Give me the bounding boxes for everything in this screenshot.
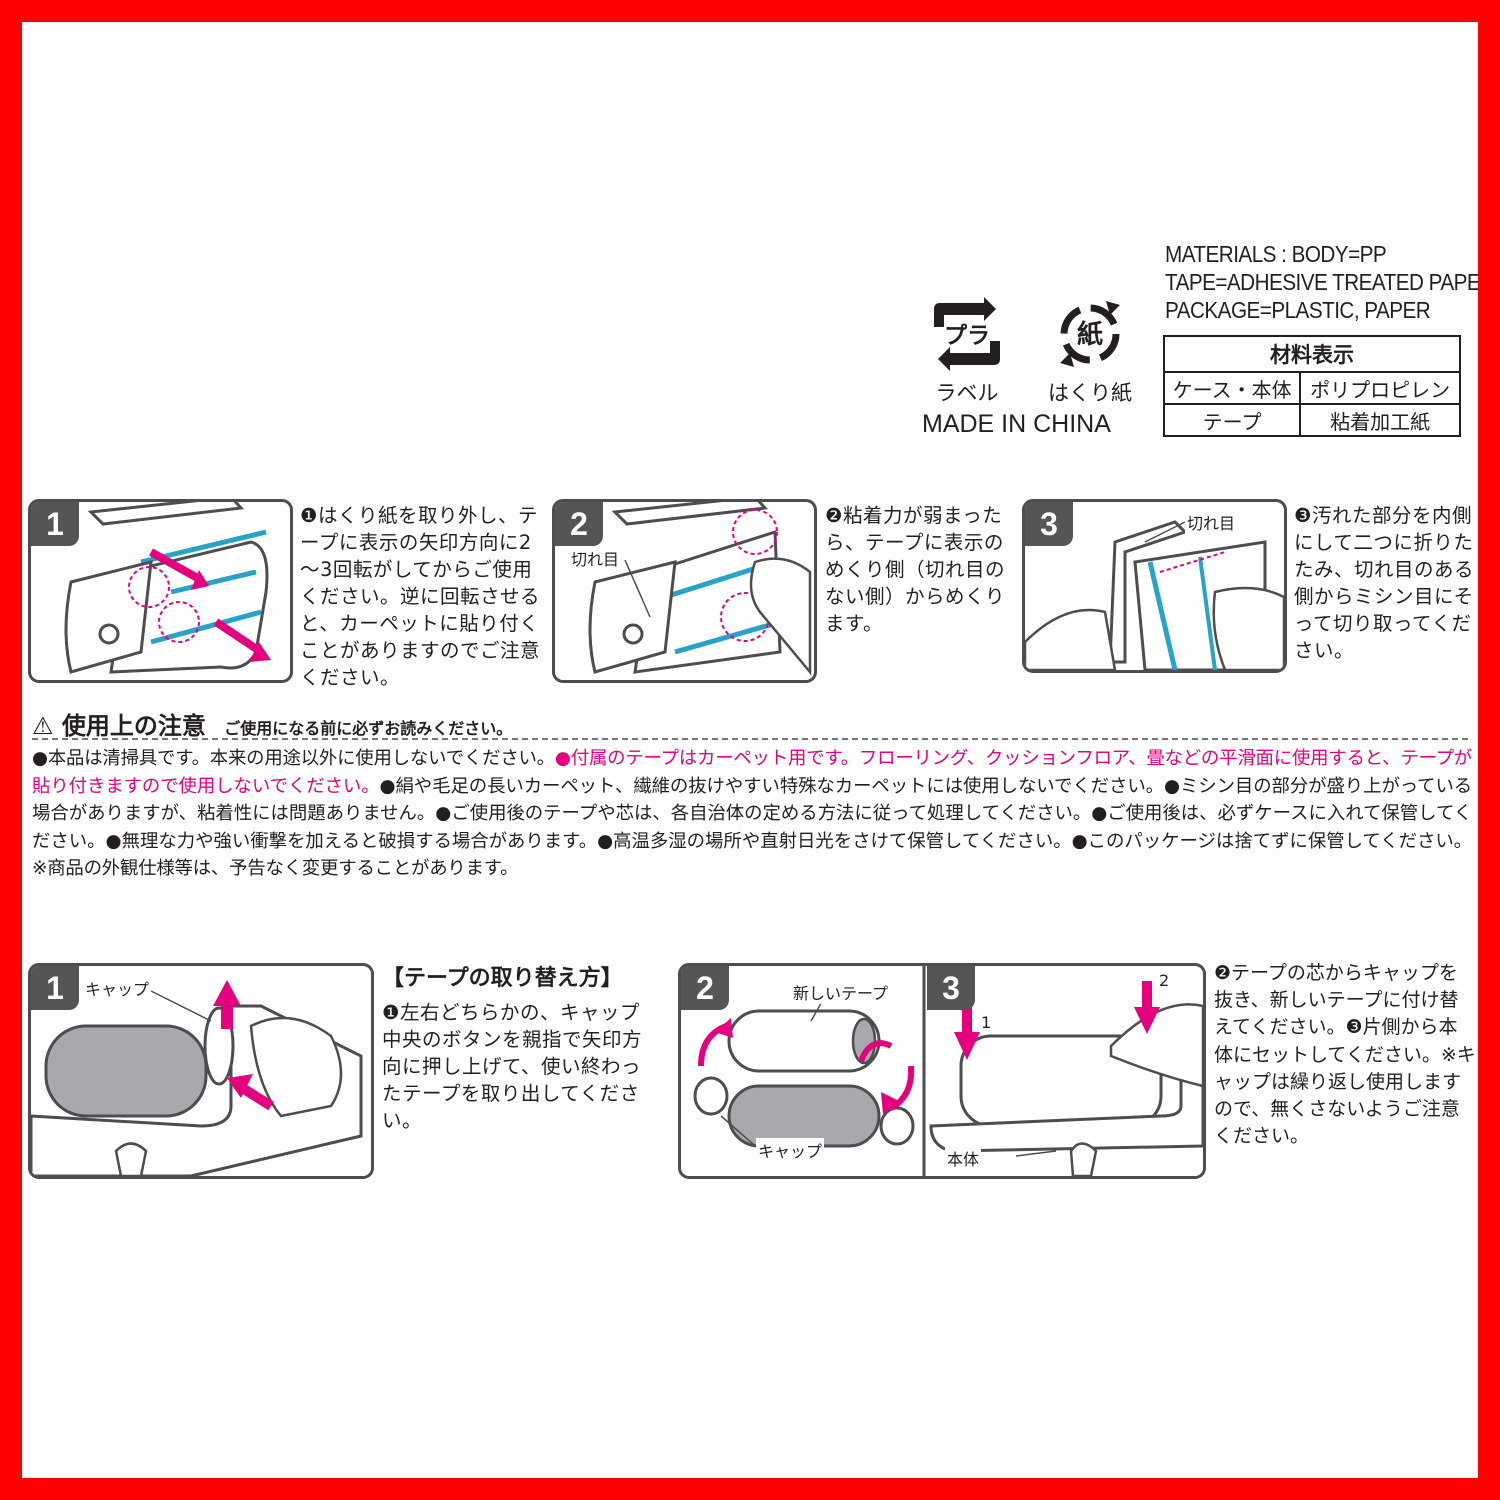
- materials-part: テープ: [1162, 403, 1302, 437]
- step-number: 2: [555, 502, 603, 546]
- step-number: 3: [1025, 502, 1073, 546]
- replace-step-23-text: ❷テープの芯からキャップを抜き、新しいテープに付け替えてください。❸片側から本体…: [1214, 962, 1476, 1148]
- replace-step-1-illustration: 1 キャップ: [28, 963, 374, 1179]
- usage-step-1-illustration: 1: [28, 499, 293, 683]
- pla-recycle-icon: プラ: [934, 297, 1000, 371]
- replace-step-1-text: ❶左右どちらかの、キャップ中央のボタンを親指で矢印方向に押し上げて、使い終わった…: [382, 1001, 643, 1132]
- pla-label: ラベル: [935, 381, 999, 405]
- caution-note-highlight: ●付属のテープはカーペット用です。フローリング、クッションフロア、畳などの平滑面…: [32, 748, 1473, 797]
- caution-subtitle: ご使用になる前に必ずお読みください。: [224, 719, 513, 738]
- step-number: 3: [927, 966, 975, 1010]
- materials-line: TAPE=ADHESIVE TREATED PAPER: [1165, 269, 1478, 295]
- tape-fold-illustration: [1025, 520, 1284, 670]
- replace-step-23-illustration: 1 2 2 3 新しいテープ キャップ 本体: [678, 963, 1206, 1179]
- callout-label: キャップ: [83, 976, 152, 1000]
- warning-icon: ⚠: [32, 712, 54, 740]
- roller-illustration: [588, 502, 812, 676]
- caution-title: 使用上の注意: [61, 712, 206, 740]
- pla-mark-text: プラ: [944, 323, 990, 349]
- step3-mark-1: 1: [981, 1013, 991, 1032]
- divider: [32, 738, 1468, 740]
- callout-label: 本体: [945, 1146, 982, 1170]
- paper-mark-text: 紙: [1077, 319, 1103, 350]
- cap-removal-illustration: [31, 980, 363, 1176]
- callout-label: 新しいテープ: [791, 980, 891, 1004]
- usage-step-2-text: ❷粘着力が弱まったら、テープに表示のめくり側（切れ目のない側）からめくります。: [825, 504, 1006, 635]
- caution-notes: ●本品は清掃具です。本来の用途以外に使用しないでください。●付属のテープはカーペ…: [32, 745, 1472, 883]
- step3-mark-2: 2: [1159, 971, 1169, 990]
- roller-illustration: [64, 502, 271, 674]
- usage-step-1-text: ❶はくり紙を取り外し、テープに表示の矢印方向に2～3回転がしてからご使用ください…: [300, 504, 541, 689]
- package-panel: MATERIALS : BODY=PP TAPE=ADHESIVE TREATE…: [22, 22, 1478, 1478]
- materials-line: PACKAGE=PLASTIC, PAPER: [1165, 297, 1431, 323]
- paper-recycle: 紙 はくり紙: [1040, 295, 1140, 407]
- usage-step-2-illustration: 2 切れ目: [552, 499, 817, 683]
- callout-label: 切れ目: [1185, 510, 1238, 534]
- step-number: 1: [31, 966, 79, 1010]
- materials-en: MATERIALS : BODY=PP TAPE=ADHESIVE TREATE…: [1165, 240, 1478, 324]
- made-in: MADE IN CHINA: [922, 410, 1111, 438]
- step-number: 2: [681, 966, 729, 1010]
- replacement-title: 【テープの取り替え方】: [382, 966, 623, 991]
- tape-swap-illustration: 1 2: [693, 966, 1203, 1176]
- callout-label: 切れ目: [569, 546, 622, 570]
- caution-note: ●絹や毛足の長いカーペット、繊維の抜けやすい特殊なカーペットには使用しないでくだ…: [32, 775, 1472, 880]
- caution-note: ●本品は清掃具です。本来の用途以外に使用しないでください。: [32, 748, 555, 769]
- usage-step-3-illustration: 3 切れ目: [1022, 499, 1287, 673]
- materials-table-title: 材料表示: [1163, 335, 1461, 373]
- materials-material: 粘着加工紙: [1299, 403, 1461, 437]
- step-number: 1: [31, 502, 79, 546]
- paper-recycle-icon: 紙: [1060, 301, 1120, 367]
- materials-part: ケース・本体: [1162, 371, 1302, 405]
- paper-label: はくり紙: [1048, 381, 1132, 405]
- callout-label: キャップ: [756, 1138, 825, 1162]
- materials-line: MATERIALS : BODY=PP: [1165, 241, 1387, 267]
- usage-step-3-text: ❸汚れた部分を内側にして二つに折りたたみ、切れ目のある側からミシン目にそって切り…: [1294, 504, 1475, 662]
- caution-heading: ⚠ 使用上の注意 ご使用になる前に必ずお読みください。: [32, 706, 512, 741]
- materials-material: ポリプロピレン: [1299, 371, 1461, 405]
- pla-recycle: プラ ラベル: [922, 295, 1012, 407]
- materials-table: 材料表示 ケース・本体ポリプロピレン テープ粘着加工紙: [1162, 335, 1461, 437]
